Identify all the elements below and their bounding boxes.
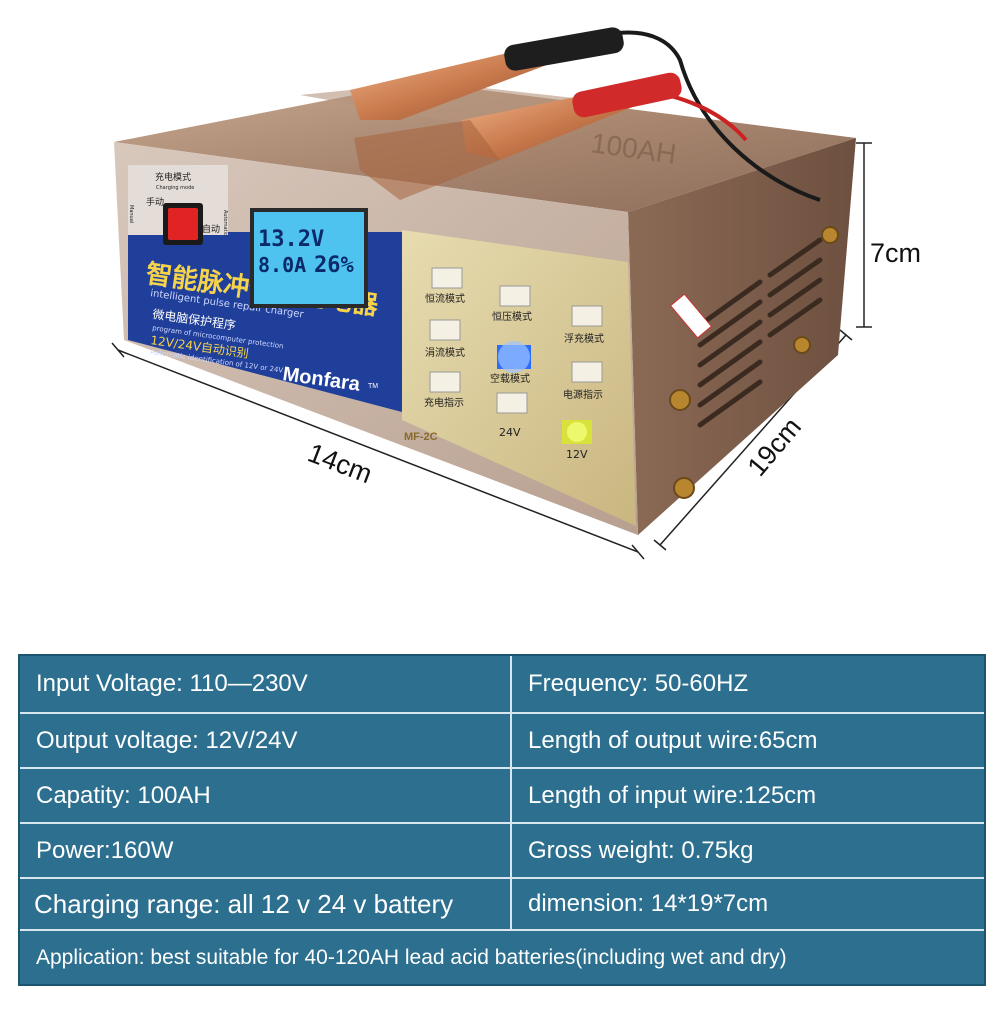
- indicator-0-cn: 恒流模式: [425, 292, 465, 305]
- spec-power: Power:160W: [20, 824, 512, 877]
- spec-input-voltage: Input Voltage: 110—230V: [20, 656, 512, 712]
- spec-charging-range: Charging range: all 12 v 24 v battery: [20, 879, 512, 929]
- model-label: MF-2C: [404, 431, 438, 443]
- indicator-5-cn: 电源指示: [563, 388, 603, 401]
- specs-table: Input Voltage: 110—230V Frequency: 50-60…: [18, 654, 986, 986]
- switch-manual-en: Manual: [128, 205, 134, 223]
- spec-row: Charging range: all 12 v 24 v battery di…: [20, 879, 984, 931]
- spec-input-wire: Length of input wire:125cm: [528, 781, 817, 809]
- spec-application: Application: best suitable for 40-120AH …: [36, 945, 787, 969]
- mode-switch-area: 充电模式 Charging mode 手动 Manual 自动 Automati…: [128, 165, 228, 245]
- switch-auto-cn: 自动: [202, 223, 220, 235]
- spec-output-voltage: Output voltage: 12V/24V: [20, 714, 512, 767]
- spec-row: Power:160W Gross weight: 0.75kg: [20, 824, 984, 879]
- brand-trademark: TM: [368, 383, 378, 390]
- indicator-3-cn: 涓流模式: [425, 346, 465, 359]
- lcd-current: 8.0A: [258, 253, 306, 277]
- spec-gross-weight: Gross weight: 0.75kg: [528, 836, 754, 864]
- lcd-percent: 26%: [314, 253, 354, 278]
- switch-auto-en: Automatic: [222, 210, 228, 236]
- spec-row: Capatity: 100AH Length of input wire:125…: [20, 769, 984, 824]
- indicator-6-cn: 充电指示: [424, 396, 464, 409]
- lcd-voltage: 13.2V: [258, 227, 324, 252]
- indicator-1-cn: 恒压模式: [492, 310, 532, 323]
- indicator-panel: 恒流模式 恒压模式 浮充模式 涓流模式 空载模式 电源指示 充电指示 24V 1…: [402, 230, 636, 526]
- idle-led: [498, 341, 530, 373]
- spec-capacity: Capatity: 100AH: [20, 769, 512, 822]
- switch-mode-en: Charging mode: [156, 185, 194, 191]
- lcd-display: 13.2V 8.0A 26%: [250, 208, 368, 308]
- indicator-8-cn: 12V: [566, 448, 588, 461]
- power-switch[interactable]: [168, 208, 198, 240]
- spec-row: Input Voltage: 110—230V Frequency: 50-60…: [20, 656, 984, 714]
- spec-row-application: Application: best suitable for 40-120AH …: [20, 931, 984, 984]
- switch-mode-cn: 充电模式: [155, 171, 191, 183]
- dimension-height-label: 7cm: [870, 238, 921, 268]
- indicator-4-cn: 空载模式: [490, 372, 530, 385]
- spec-row: Output voltage: 12V/24V Length of output…: [20, 714, 984, 769]
- 12v-led: [567, 422, 587, 442]
- indicator-2-cn: 浮充模式: [564, 332, 604, 345]
- product-image: 14cm 19cm 7cm: [111, 27, 921, 560]
- indicator-7-cn: 24V: [499, 426, 521, 439]
- clamps: 100AH: [350, 27, 821, 202]
- spec-output-wire: Length of output wire:65cm: [528, 726, 818, 754]
- switch-manual-cn: 手动: [146, 196, 164, 208]
- dimension-height: 7cm: [856, 142, 921, 328]
- spec-frequency: Frequency: 50-60HZ: [528, 670, 749, 697]
- spec-dimension: dimension: 14*19*7cm: [528, 890, 769, 917]
